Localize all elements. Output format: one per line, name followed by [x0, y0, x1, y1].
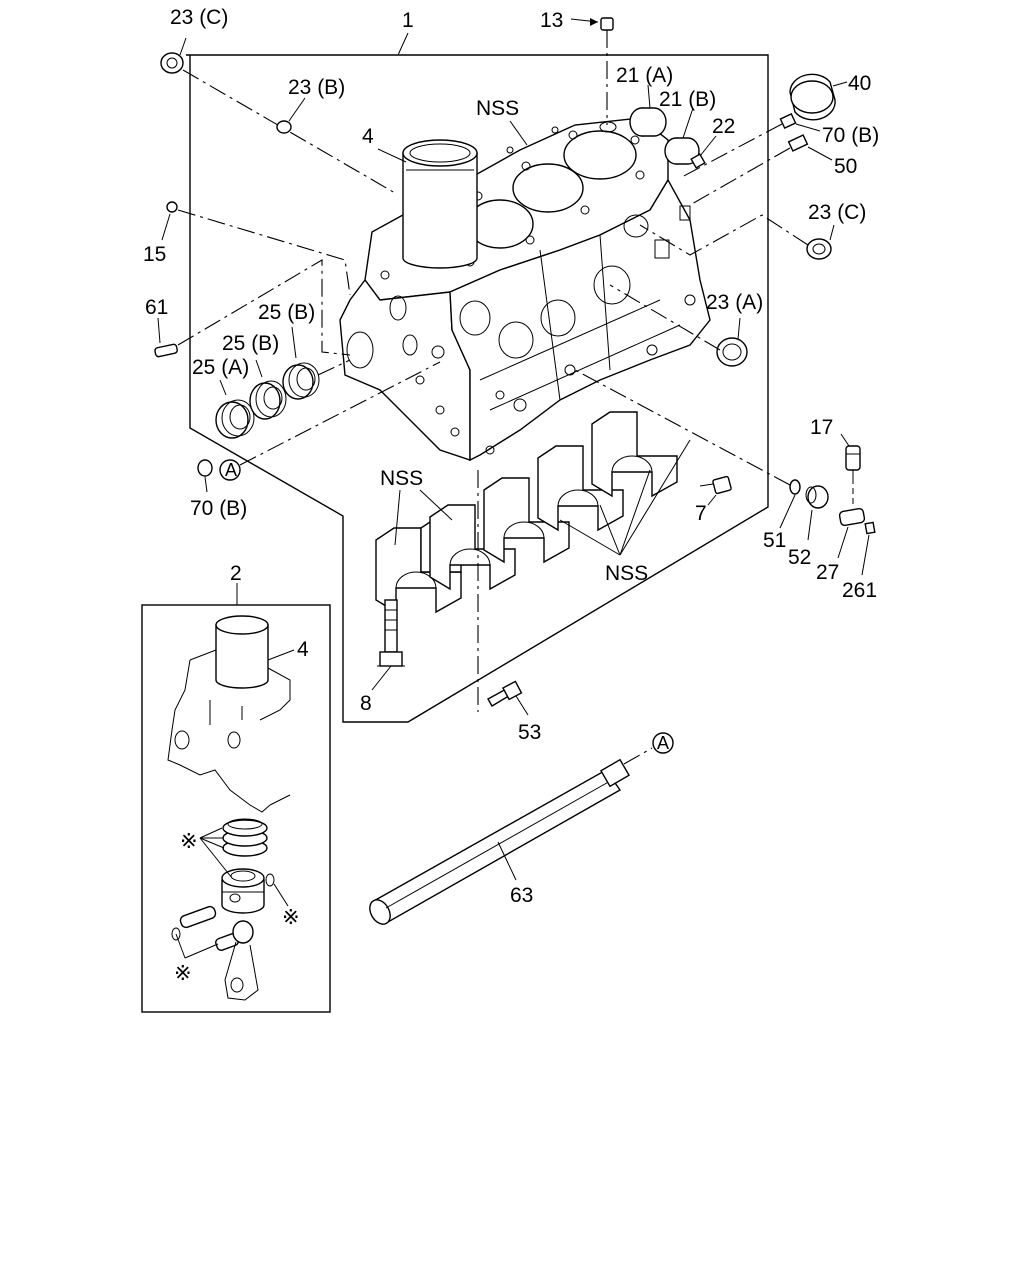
callout-63: 63: [510, 884, 533, 907]
assembly-2-box: [141, 583, 331, 1013]
callout-23b: 23 (B): [288, 76, 345, 99]
callout-4-block: 4: [362, 125, 374, 148]
cylinder-block: [339, 117, 711, 462]
reference-a-circle-right: [652, 732, 674, 754]
snap-ring-right: [265, 873, 289, 907]
callout-52: 52: [788, 546, 811, 569]
callout-8: 8: [360, 692, 372, 715]
callout-25b-upper: 25 (B): [258, 301, 315, 324]
leader-4-block: [377, 148, 407, 163]
callout-22: 22: [712, 115, 735, 138]
callout-50: 50: [834, 155, 857, 178]
label-nss-left: NSS: [380, 467, 423, 490]
block-fragment: [167, 649, 291, 813]
callout-23c-top: 23 (C): [170, 6, 228, 29]
callout-7: 7: [695, 502, 707, 525]
callout-4-detail: 4: [297, 638, 309, 661]
asterisk-pin: ※: [174, 962, 192, 985]
piston-pin: [171, 905, 217, 941]
valve-27: [837, 507, 866, 559]
callout-261: 261: [842, 579, 877, 602]
plug-13: [570, 17, 614, 125]
seal-23c-right: [639, 214, 835, 260]
pin-15: [161, 201, 351, 296]
con-rod-small-end: [175, 920, 259, 1001]
connector-52: [805, 485, 829, 541]
cylinder-liner: [402, 139, 478, 269]
callout-15: 15: [143, 243, 166, 266]
bolt-53: [477, 470, 529, 716]
bolt-8: [371, 599, 405, 691]
fitting-17: [840, 433, 861, 508]
asterisk-snap-ring: ※: [282, 906, 300, 929]
asterisk-rings: ※: [180, 830, 198, 853]
callout-23a: 23 (A): [706, 291, 763, 314]
leader-nss-top: [509, 120, 528, 146]
plug-70b-left: [197, 361, 441, 493]
cap-21a: [629, 84, 667, 137]
callout-23c-right: 23 (C): [808, 201, 866, 224]
leader-1: [397, 32, 409, 56]
oil-pipe-63: [369, 732, 674, 925]
bolt-7: [699, 475, 732, 506]
callout-25b-lower: 25 (B): [222, 332, 279, 355]
pin-50: [689, 134, 833, 206]
piston: [199, 837, 265, 914]
seal-23a: [609, 284, 748, 367]
callout-51: 51: [763, 529, 786, 552]
bushing-25a: [215, 379, 255, 439]
callout-61: 61: [145, 296, 168, 319]
bushing-25b-1: [249, 359, 287, 420]
callout-27: 27: [816, 561, 839, 584]
cap-21b: [664, 107, 700, 165]
callout-70b-right: 70 (B): [822, 124, 879, 147]
liner-detail: [215, 615, 295, 689]
reference-a-label-right: A: [657, 733, 669, 753]
piston-rings: [199, 818, 268, 857]
plug-70b-right: [679, 113, 821, 179]
cap-40: [789, 73, 848, 121]
callout-53: 53: [518, 721, 541, 744]
bushing-25b-2: [282, 326, 351, 400]
callout-21a: 21 (A): [616, 64, 673, 87]
callout-1: 1: [402, 9, 414, 32]
pin-61: [154, 259, 351, 358]
label-nss-top: NSS: [476, 97, 519, 120]
assembly-1-frame: [186, 54, 769, 723]
callout-2: 2: [230, 562, 242, 585]
label-nss-bottom: NSS: [605, 562, 648, 585]
callout-13: 13: [540, 9, 563, 32]
plug-22: [690, 135, 717, 169]
callout-21b: 21 (B): [659, 88, 716, 111]
bearing-caps: [375, 411, 691, 614]
callout-40: 40: [848, 72, 871, 95]
plug-261: [861, 521, 876, 576]
reference-a-label-left: A: [225, 460, 237, 480]
seal-23c-left: [160, 37, 396, 194]
callout-70b-left: 70 (B): [190, 497, 247, 520]
callout-25a: 25 (A): [192, 356, 249, 379]
plug-23b: [276, 97, 306, 134]
callout-17: 17: [810, 416, 833, 439]
reference-a-circle-left: [219, 459, 241, 481]
washer-51: [574, 369, 801, 529]
